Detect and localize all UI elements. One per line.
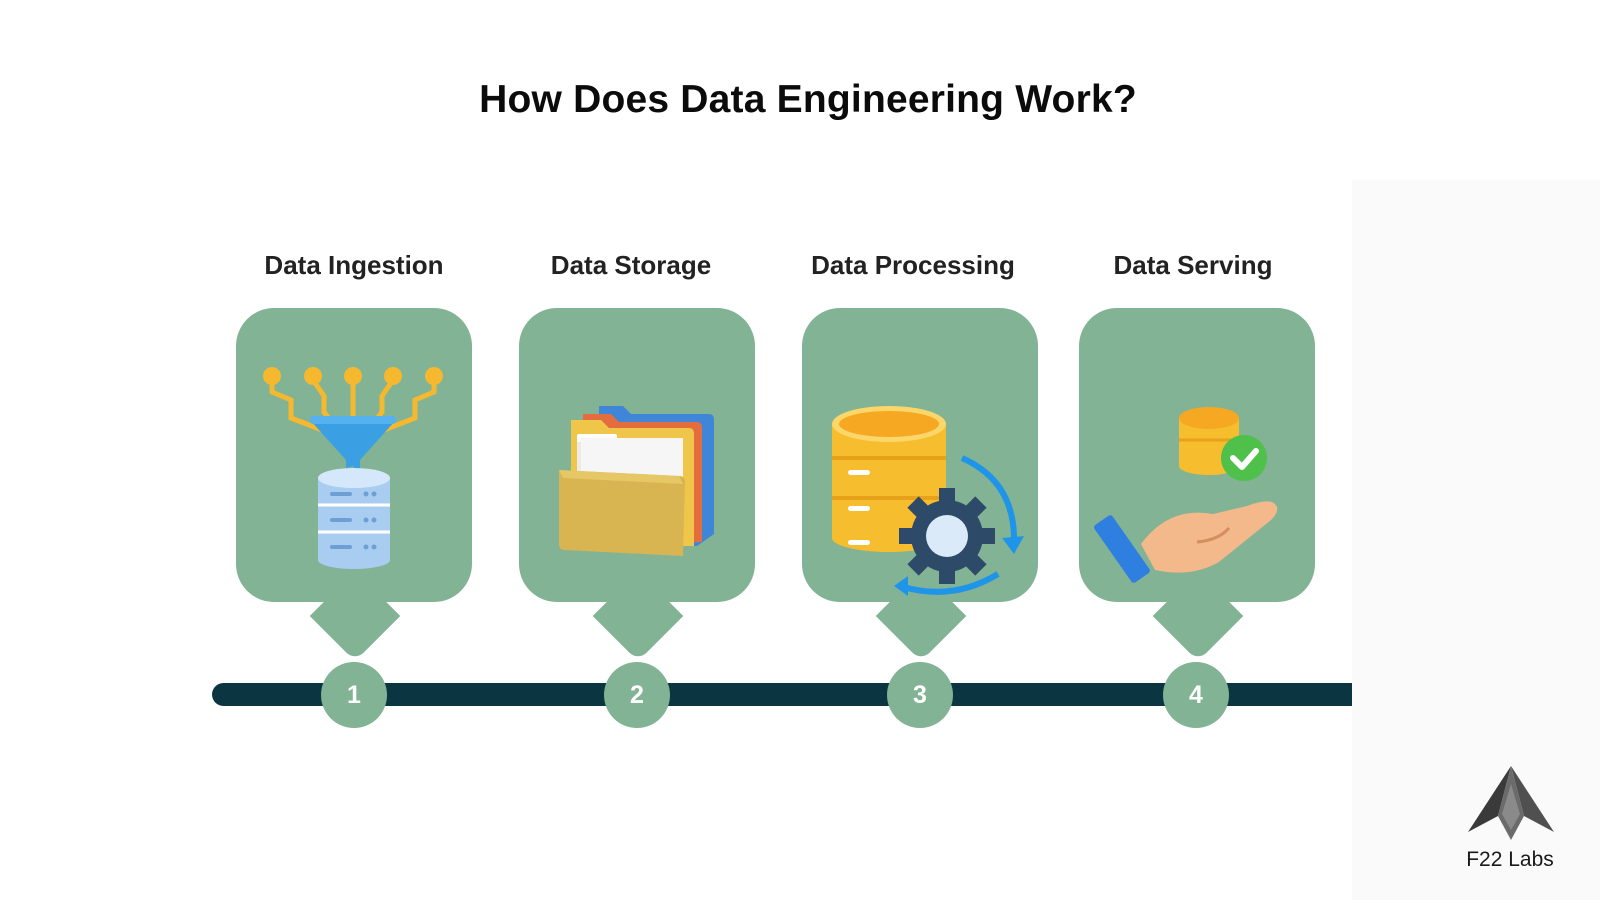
step-card-serving: [1079, 308, 1315, 602]
step-label-storage: Data Storage: [550, 250, 712, 280]
folders-icon: [559, 406, 714, 556]
hand-serving-data-icon: [1094, 407, 1278, 583]
funnel-database-icon: [263, 367, 443, 569]
brand-name: F22 Labs: [1466, 848, 1554, 871]
step-card-storage: [519, 308, 755, 602]
step-card-ingestion: [236, 308, 472, 602]
step-label-serving: Data Serving: [1113, 250, 1273, 280]
f22-labs-logo: [1468, 766, 1554, 840]
step-label-processing: Data Processing: [811, 250, 1015, 280]
step-number-1: 1: [321, 662, 387, 728]
step-number-2: 2: [604, 662, 670, 728]
step-number-3: 3: [887, 662, 953, 728]
step-card-processing: [802, 308, 1038, 602]
step-number-4: 4: [1163, 662, 1229, 728]
timeline-bar: [212, 683, 1352, 706]
database-gear-icon: [832, 406, 1024, 596]
step-label-ingestion: Data Ingestion: [264, 250, 444, 280]
page-title: How Does Data Engineering Work?: [479, 78, 1137, 121]
right-panel-background: [1352, 180, 1600, 900]
